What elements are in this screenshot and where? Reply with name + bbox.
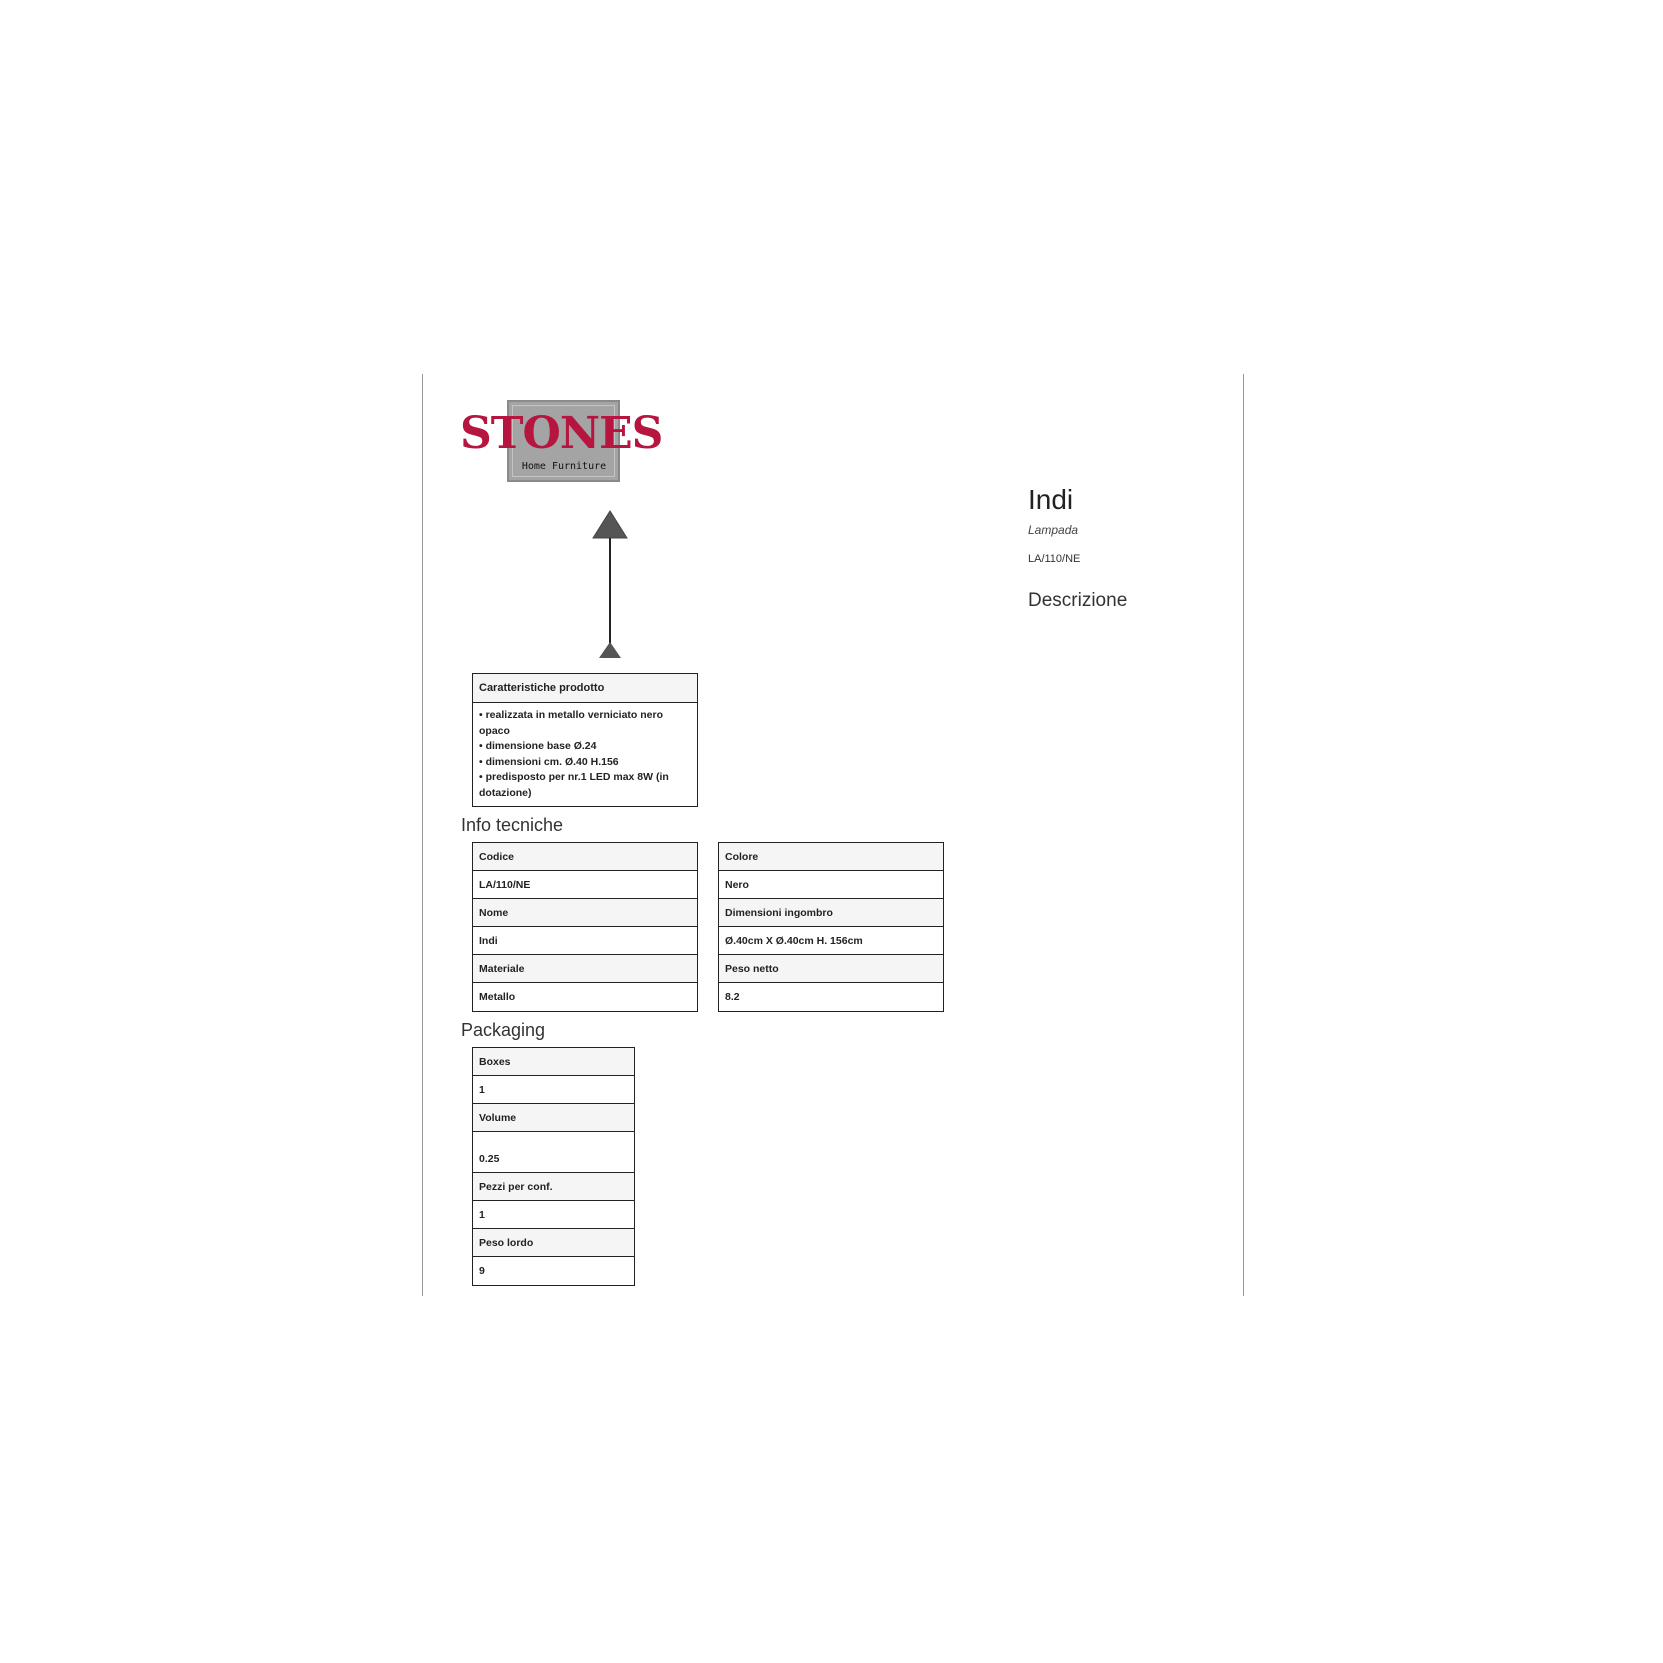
spec-label: Peso netto	[719, 955, 943, 983]
logo-box	[507, 400, 620, 482]
feature-item: • predisposto per nr.1 LED max 8W (in do…	[479, 771, 669, 799]
info-heading: Info tecniche	[461, 815, 564, 835]
logo-brand-text: STONES	[460, 408, 663, 459]
page-left-border	[422, 374, 423, 1296]
logo-tagline: Home Furniture	[521, 461, 607, 472]
pack-label: Peso lordo	[473, 1229, 634, 1257]
pack-value: 9	[479, 1265, 485, 1277]
feature-item: • dimensioni cm. Ø.40 H.156	[479, 755, 619, 768]
spec-label: Colore	[719, 843, 943, 871]
spec-label: Dimensioni ingombro	[719, 899, 943, 927]
description-heading: Descrizione	[1028, 590, 1128, 611]
spec-value: Ø.40cm X Ø.40cm H. 156cm	[719, 927, 943, 955]
pack-label: Boxes	[473, 1048, 634, 1076]
pack-label: Volume	[473, 1104, 634, 1132]
brand-logo: STONES Home Furniture	[460, 398, 663, 484]
spec-value: Metallo	[479, 991, 516, 1003]
product-type: Lampada	[1028, 523, 1079, 537]
feature-item: • dimensione base Ø.24	[479, 740, 597, 752]
spec-label: Nome	[473, 899, 697, 927]
spec-value: 8.2	[725, 991, 740, 1003]
features-title: Caratteristiche prodotto	[473, 674, 697, 703]
pack-value: 1	[473, 1201, 634, 1229]
spec-value: Indi	[473, 927, 697, 955]
info-table-right: Colore Nero Dimensioni ingombro Ø.40cm X…	[718, 842, 944, 1012]
spec-value: Nero	[719, 871, 943, 899]
feature-item: • realizzata in metallo verniciato nero …	[479, 709, 663, 737]
spec-label: Codice	[473, 843, 697, 871]
packaging-table: Boxes 1 Volume 0.25 Pezzi per conf. 1 Pe…	[472, 1047, 635, 1286]
features-box: Caratteristiche prodotto • realizzata in…	[472, 673, 698, 807]
product-title: Indi	[1028, 484, 1074, 515]
spec-value: LA/110/NE	[473, 871, 697, 899]
features-list: • realizzata in metallo verniciato nero …	[473, 703, 697, 806]
product-code: LA/110/NE	[1028, 553, 1081, 565]
page-right-border	[1243, 374, 1244, 1296]
pack-label: Pezzi per conf.	[473, 1173, 634, 1201]
pack-value: 0.25	[473, 1132, 634, 1173]
pack-value: 1	[473, 1076, 634, 1104]
info-table-left: Codice LA/110/NE Nome Indi Materiale Met…	[472, 842, 698, 1012]
packaging-heading: Packaging	[461, 1020, 546, 1040]
spec-label: Materiale	[473, 955, 697, 983]
floor-lamp-icon	[592, 510, 628, 658]
